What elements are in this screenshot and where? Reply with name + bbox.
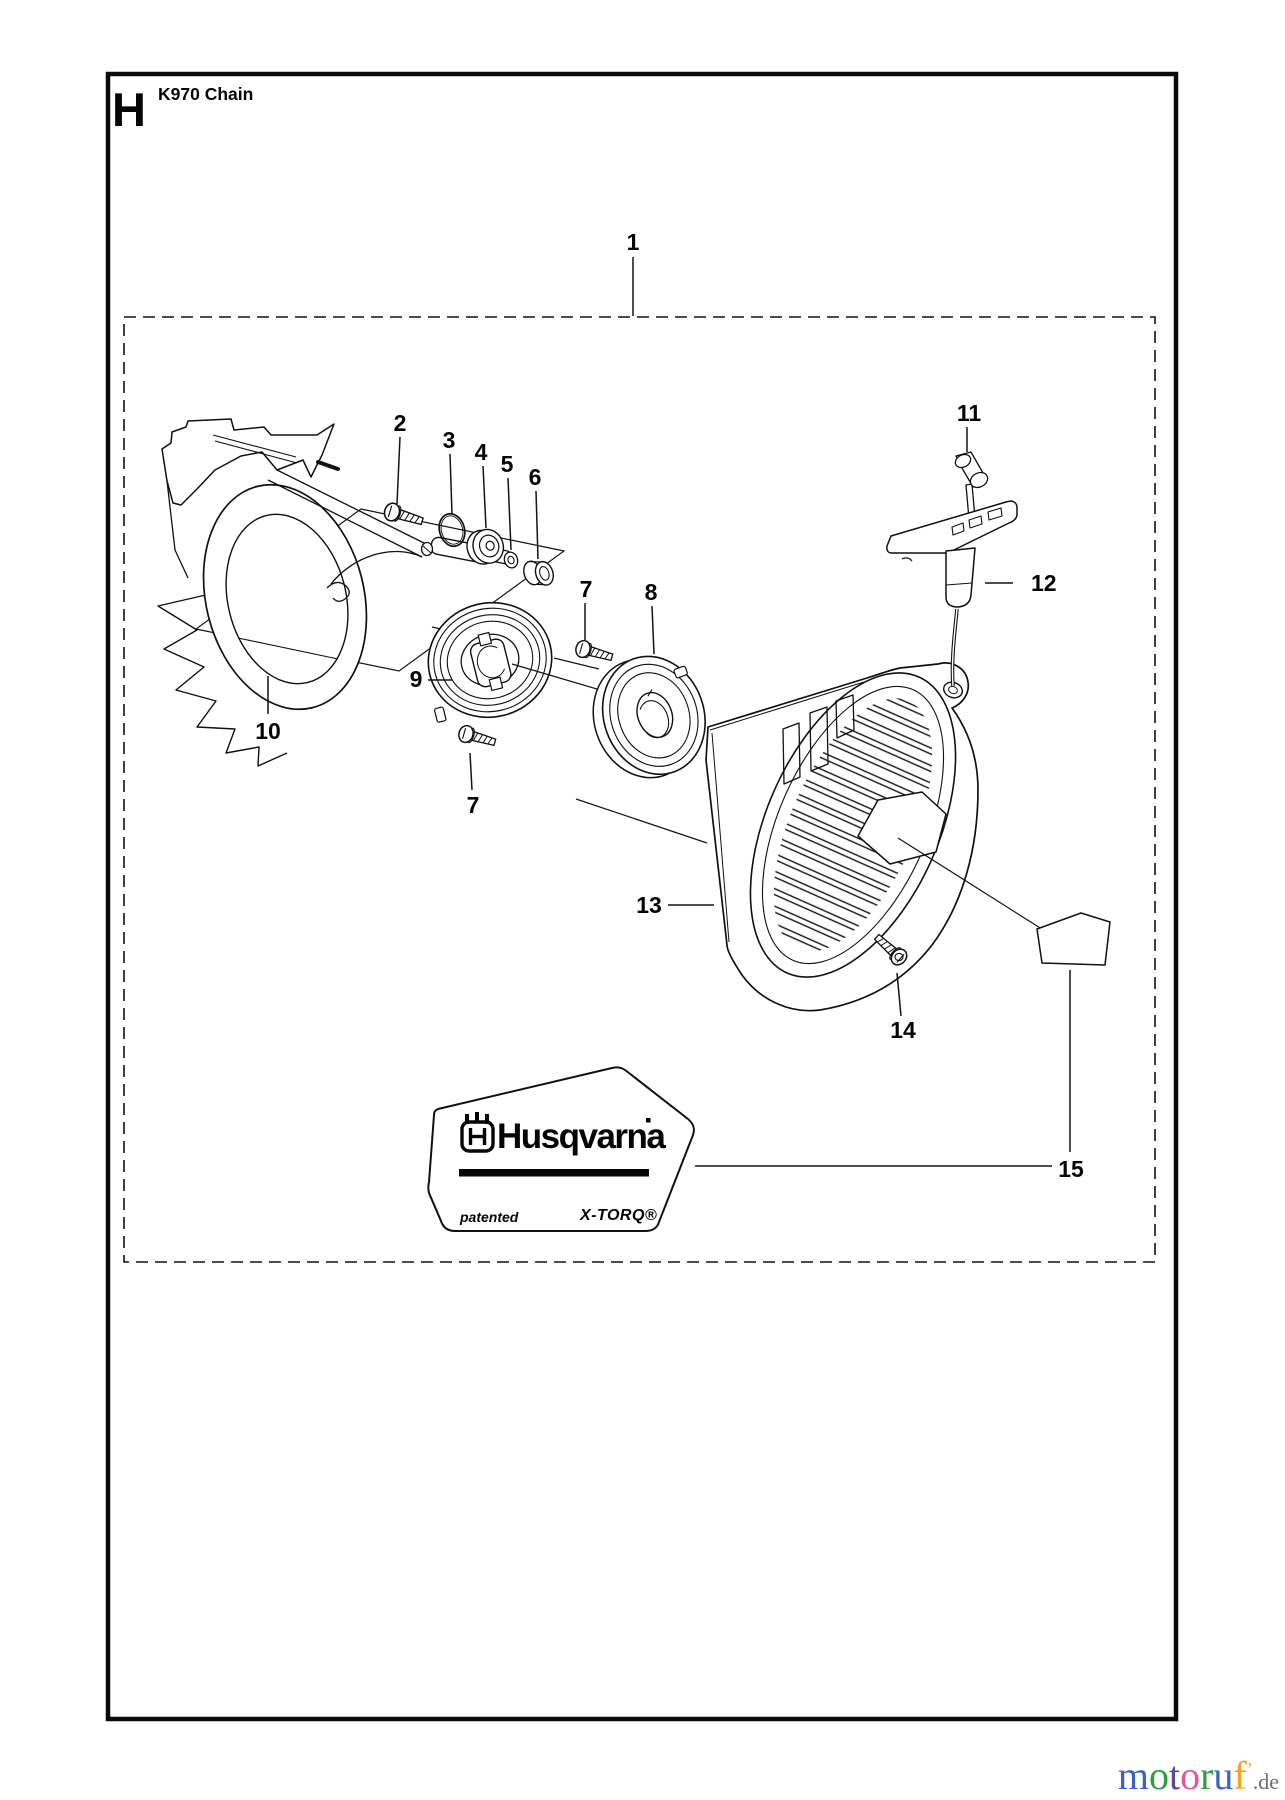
callout-14: 14 bbox=[890, 1017, 916, 1043]
callout-1: 1 bbox=[627, 229, 640, 255]
callout-3: 3 bbox=[443, 427, 456, 453]
sticker-divider-bar bbox=[459, 1169, 649, 1177]
rope-guide-part-11 bbox=[954, 451, 989, 489]
o-ring-part-3 bbox=[438, 512, 466, 548]
callout-12: 12 bbox=[1031, 570, 1057, 596]
husqvarna-sticker-part-15: Husqvarna patented X-TORQ® bbox=[427, 1066, 695, 1232]
blank-decal-part-15 bbox=[1036, 912, 1111, 966]
fan-housing-part bbox=[157, 418, 512, 767]
spring-cassette-part-8 bbox=[592, 655, 706, 779]
husqvarna-crown-logo-icon bbox=[460, 1112, 495, 1153]
callout-7a: 7 bbox=[580, 576, 593, 602]
watermark: motoruf’.de bbox=[1118, 1756, 1279, 1796]
page-title: K970 Chain bbox=[158, 84, 253, 104]
callout-11: 11 bbox=[957, 400, 982, 426]
starter-handle-part-12 bbox=[886, 451, 1018, 687]
page-frame bbox=[105, 71, 1179, 1722]
callout-15: 15 bbox=[1058, 1156, 1084, 1182]
callout-13: 13 bbox=[636, 892, 662, 918]
callout-10: 10 bbox=[255, 718, 281, 744]
sticker-xtorq-text: X-TORQ® bbox=[579, 1207, 657, 1224]
starter-pulley-part-9 bbox=[427, 601, 553, 723]
retainer-part-6 bbox=[523, 560, 554, 586]
screw-part-14 bbox=[870, 929, 911, 969]
callout-7b: 7 bbox=[467, 792, 480, 818]
section-letter: H bbox=[112, 83, 146, 136]
callout-4: 4 bbox=[475, 439, 488, 465]
sticker-brand-text: Husqvarna bbox=[497, 1117, 666, 1156]
callout-9: 9 bbox=[410, 666, 423, 692]
sticker-patented-text: patented bbox=[459, 1209, 519, 1225]
callout-2: 2 bbox=[394, 410, 407, 436]
starter-cover-part-13 bbox=[705, 662, 979, 1012]
grille-hex-recess bbox=[857, 791, 947, 865]
screw-part-7a bbox=[573, 638, 615, 667]
rope-hole-boss bbox=[943, 681, 963, 699]
watermark-suffix: .de bbox=[1252, 1769, 1279, 1794]
housing-fins bbox=[157, 593, 288, 767]
watermark-word: motoruf’ bbox=[1117, 1753, 1253, 1798]
housing-spring-hook bbox=[326, 581, 350, 602]
housing-bracket bbox=[161, 418, 335, 506]
starter-cup-part-4 bbox=[466, 528, 505, 565]
callout-leader-lines bbox=[267, 257, 1071, 1167]
washer-part-5 bbox=[503, 551, 519, 569]
assembly-boundary-box bbox=[123, 316, 1156, 1263]
cover-grille bbox=[749, 672, 957, 978]
screw-part-7b bbox=[456, 723, 498, 752]
callout-8: 8 bbox=[645, 579, 658, 605]
callout-5: 5 bbox=[501, 451, 514, 477]
decal-position-leader bbox=[897, 837, 1057, 939]
callout-6: 6 bbox=[529, 464, 542, 490]
